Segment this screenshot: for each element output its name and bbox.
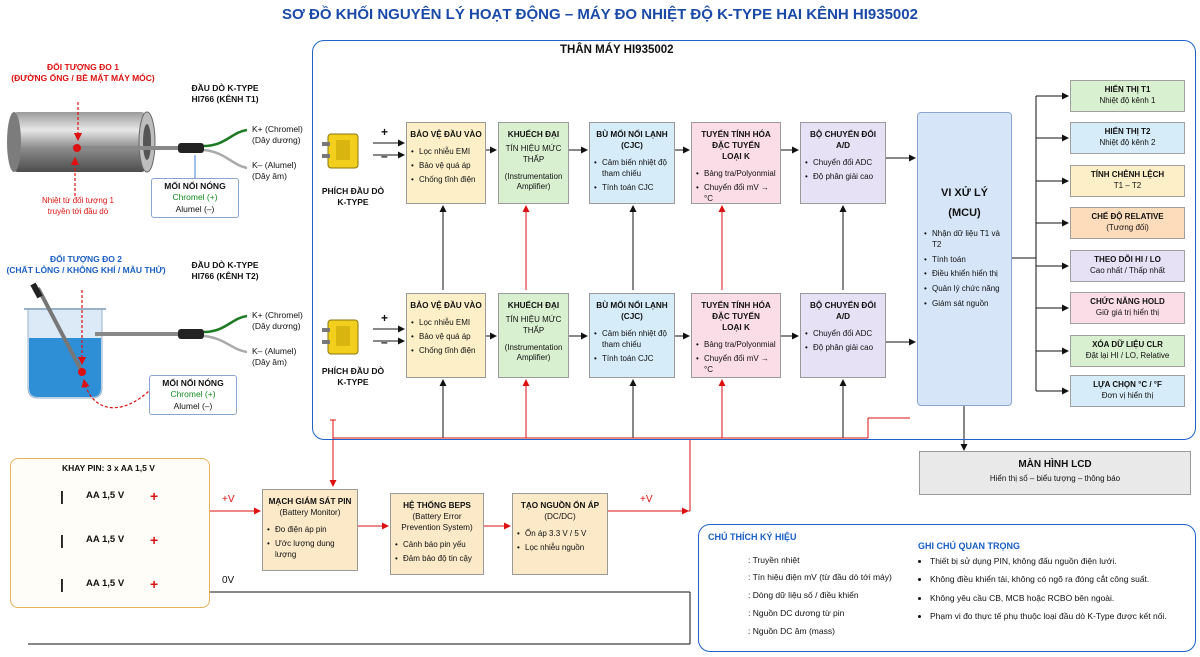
cjc-block: BÙ MỐI NỐI LẠNH(CJC) Cảm biến nhiệt độ t…: [589, 293, 675, 378]
pipe-illustration: [7, 111, 156, 173]
plus-sign: +: [381, 125, 389, 139]
beaker-illustration: [24, 308, 106, 399]
minus-sign: –: [381, 335, 388, 349]
battery-minus-icon: |: [60, 576, 64, 592]
mcu-block: VI XỬ LÝ (MCU) •Nhận dữ liệu T1 và T2 •T…: [917, 112, 1012, 406]
battery-tray-title: KHAY PIN: 3 x AA 1,5 V: [62, 463, 155, 473]
battery-cell-label: AA 1,5 V: [86, 534, 125, 545]
legend-item: : Dòng dữ liệu số / điều khiển: [748, 590, 859, 600]
battery-cell-label: AA 1,5 V: [86, 490, 125, 501]
supply-plus-v-label: +V: [640, 494, 653, 505]
battery-plus-icon: +: [150, 576, 159, 592]
legend-item: : Nguồn DC dương từ pin: [748, 608, 845, 618]
battery-plus-icon: +: [150, 532, 159, 548]
legend-item: : Truyền nhiệt: [748, 555, 800, 565]
object1-note: Nhiệt từ đối tượng 1 truyền tới đầu dò: [42, 196, 114, 216]
plus-v-label: +V: [222, 494, 235, 505]
legend-item: : Nguồn DC âm (mass): [748, 626, 835, 636]
object1-title: ĐỐI TƯỢNG ĐO 1 (ĐƯỜNG ỐNG / BỀ MẶT MÁY M…: [11, 62, 155, 84]
input-protection-block: BẢO VỆ ĐẦU VÀO Lọc nhiễu EMIBảo vệ quá á…: [406, 293, 486, 378]
battery-plus-icon: +: [150, 488, 159, 504]
notes-list: Thiết bị sử dụng PIN, không đấu nguồn đi…: [918, 556, 1200, 623]
zero-v-label: 0V: [222, 575, 235, 586]
battery-tray: [10, 458, 210, 608]
battery-cell-label: AA 1,5 V: [86, 578, 125, 589]
legend-panel: [698, 524, 1196, 652]
battery-monitor-block: MẠCH GIÁM SÁT PIN(Battery Monitor) Đo đi…: [262, 489, 358, 571]
kplus-label-2: K+ (Chromel)(Dây dương): [252, 310, 303, 332]
kminus-label-2: K– (Alumel)(Dây âm): [252, 346, 297, 368]
cjc-block: BÙ MỐI NỐI LẠNH(CJC) Cảm biến nhiệt độ t…: [589, 122, 675, 204]
amplifier-block: KHUẾCH ĐẠI TÍN HIỆU MỨC THẤP(Instrumenta…: [498, 122, 569, 204]
page-title: SƠ ĐỒ KHỐI NGUYÊN LÝ HOẠT ĐỘNG – MÁY ĐO …: [282, 6, 918, 23]
minus-sign: –: [381, 149, 388, 163]
output-relative: CHẾ ĐỘ RELATIVE(Tương đối): [1070, 207, 1185, 239]
battery-minus-icon: |: [60, 488, 64, 504]
dcdc-block: TẠO NGUỒN ỔN ÁP(DC/DC) Ổn áp 3.3 V / 5 V…: [512, 493, 608, 575]
notes-title: GHI CHÚ QUAN TRỌNG: [918, 541, 1020, 551]
ktype-plug-icon: [322, 319, 359, 355]
input-protection-block: BẢO VỆ ĐẦU VÀO Lọc nhiễu EMIBảo vệ quá á…: [406, 122, 486, 204]
hot-junction-1: MỐI NỐI NÓNG Chromel (+) Alumel (–): [151, 178, 239, 219]
battery-minus-icon: |: [60, 532, 64, 548]
plus-sign: +: [381, 311, 389, 325]
hot-junction-2: MỐI NỐI NÓNG Chromel (+) Alumel (–): [149, 375, 237, 416]
object2-title: ĐỐI TƯỢNG ĐO 2 (CHẤT LỎNG / KHÔNG KHÍ / …: [6, 254, 166, 276]
kplus-label-1: K+ (Chromel)(Dây dương): [252, 124, 303, 146]
kminus-label-1: K– (Alumel)(Dây âm): [252, 160, 297, 182]
amplifier-block: KHUẾCH ĐẠI TÍN HIỆU MỨC THẤP(Instrumenta…: [498, 293, 569, 378]
legend-item: : Tín hiệu điện mV (từ đầu dò tới máy): [748, 572, 892, 582]
device-body-title: THÂN MÁY HI935002: [560, 44, 674, 56]
lcd-block: MÀN HÌNH LCD Hiển thị số – biểu tượng – …: [919, 451, 1191, 495]
legend-title: CHÚ THÍCH KÝ HIỆU: [708, 532, 797, 542]
ktype-plug-icon: [322, 133, 359, 169]
device-body-frame: [312, 40, 1196, 440]
beps-block: HỆ THỐNG BEPS(Battery Error Prevention S…: [390, 493, 484, 575]
